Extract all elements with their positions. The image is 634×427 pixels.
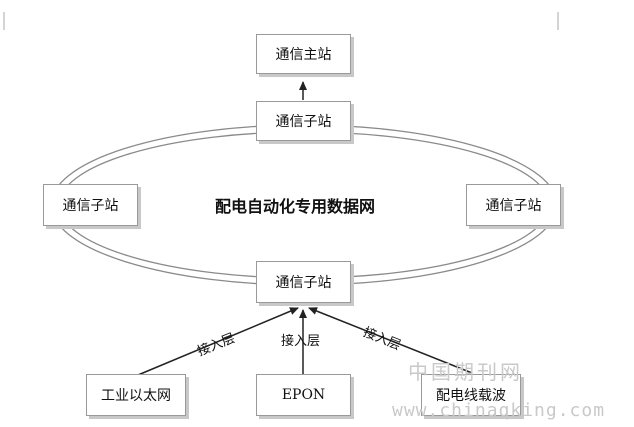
sub-station-right-box: 通信子站 [466,184,561,226]
plc-box: 配电线载波 [421,374,521,416]
sub-station-top-box: 通信子站 [256,101,351,141]
sub-station-left-box: 通信子站 [43,184,138,226]
watermark-text: 中国期刊网 [408,360,523,384]
watermark-url: www.chinaqking.com [392,400,606,421]
master-station-box: 通信主站 [256,34,351,74]
connector-plc [308,307,473,374]
sub-station-bottom-box: 通信子站 [256,261,351,303]
connector-industrial-ethernet [137,307,299,376]
industrial-ethernet-box: 工业以太网 [86,374,186,416]
edge-label-middle: 接入层 [281,334,321,349]
epon-box: EPON [256,374,351,416]
network-label: 配电自动化专用数据网 [215,197,376,216]
